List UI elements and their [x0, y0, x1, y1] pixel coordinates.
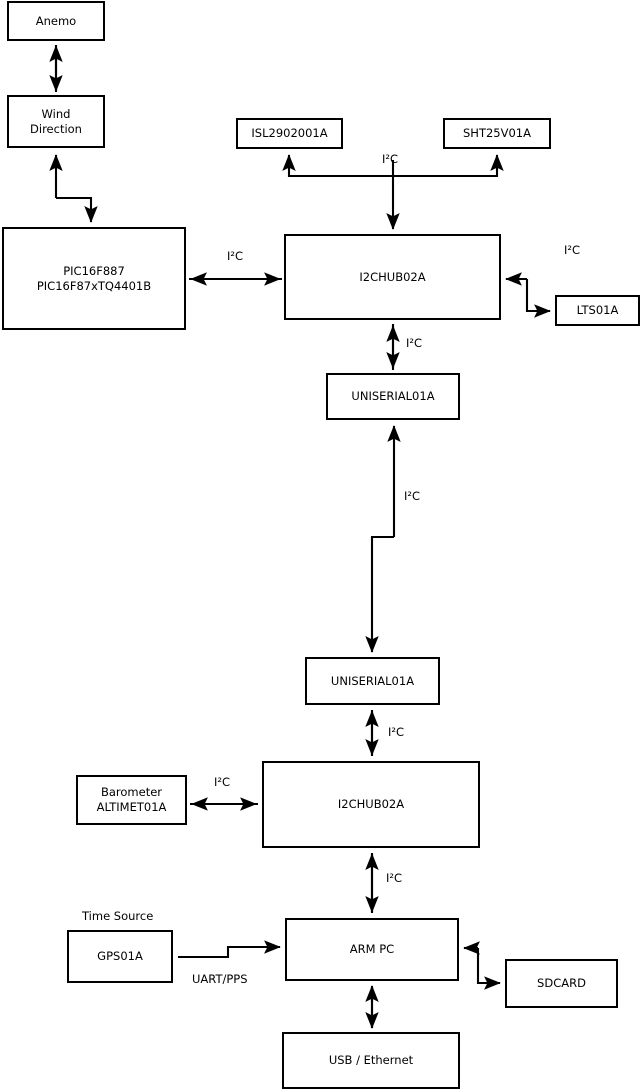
edge-label-i2c-uniserial-uniserial: I²C [404, 489, 421, 503]
node-wind-direction[interactable]: Wind Direction [7, 95, 105, 148]
edge-label-i2c-uniserial-hub: I²C [388, 725, 405, 739]
label-time-source: Time Source [82, 909, 154, 923]
node-sdcard[interactable]: SDCARD [505, 959, 618, 1008]
edge-gps-to-arm [178, 940, 281, 959]
node-pic16f887[interactable]: PIC16F887 PIC16F87xTQ4401B [2, 227, 186, 330]
node-anemo[interactable]: Anemo [7, 1, 105, 41]
edge-label-i2c-lts: I²C [564, 243, 581, 257]
edge-label-uart-pps: UART/PPS [192, 972, 248, 986]
edge-wind-to-pic [56, 196, 98, 223]
edge-label-i2c-pic-hub: I²C [227, 249, 244, 263]
edge-hub-to-lts [525, 279, 551, 318]
edge-bus-to-sht [393, 154, 504, 178]
node-gps01a[interactable]: GPS01A [67, 930, 173, 983]
edge-arm-to-sdcard [476, 948, 501, 990]
node-lts01a[interactable]: LTS01A [555, 295, 640, 326]
node-i2chub02a-bottom[interactable]: I2CHUB02A [262, 761, 480, 848]
node-isl2902001a[interactable]: ISL2902001A [236, 118, 343, 149]
edge-label-i2c-hub-uniserial: I²C [406, 336, 423, 350]
node-arm-pc[interactable]: ARM PC [285, 918, 459, 981]
node-barometer-altimet01a[interactable]: Barometer ALTIMET01A [76, 775, 187, 825]
node-usb-ethernet[interactable]: USB / Ethernet [282, 1032, 460, 1089]
node-uniserial01a-upper[interactable]: UNISERIAL01A [326, 373, 460, 420]
edge-label-i2c-sensor-bus: I²C [382, 152, 399, 166]
edge-bus-to-isl [282, 154, 393, 178]
edge-uni-upper-to-lower [365, 535, 394, 653]
edge-label-i2c-hub-armpc: I²C [386, 871, 403, 885]
node-i2chub02a-top[interactable]: I2CHUB02A [284, 234, 501, 320]
node-sht25v01a[interactable]: SHT25V01A [443, 118, 551, 149]
node-uniserial01a-lower[interactable]: UNISERIAL01A [305, 657, 440, 705]
edge-label-i2c-barometer: I²C [214, 775, 231, 789]
